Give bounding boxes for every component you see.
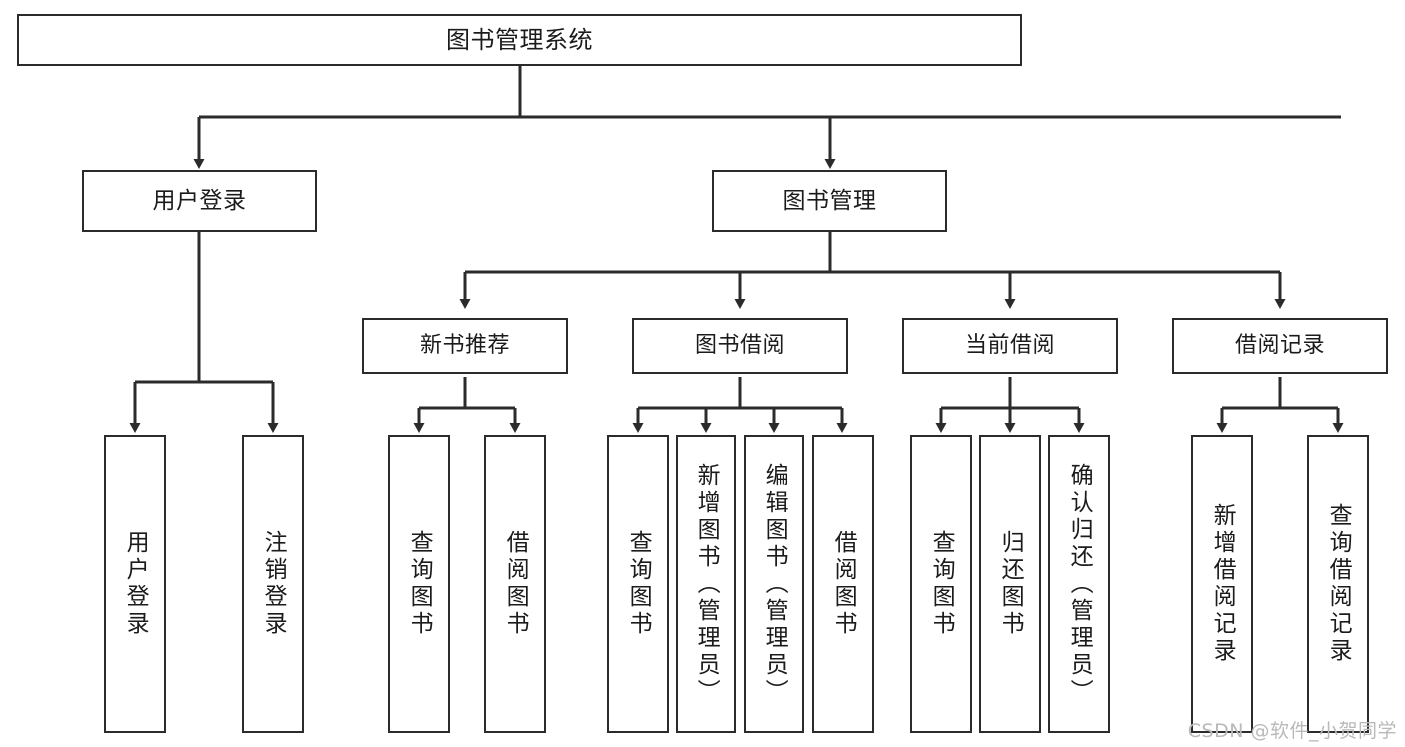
node-user-login[interactable]: 用户登录 [82, 170, 317, 232]
node-book-borrow[interactable]: 图书借阅 [632, 318, 848, 374]
node-label: 新增借阅记录 [1209, 503, 1236, 665]
node-label: 借阅记录 [1234, 333, 1325, 359]
leaf-borrow-book-borrow[interactable]: 借阅图书 [812, 435, 874, 733]
node-label: 注销登录 [260, 530, 287, 638]
leaf-query-book-current[interactable]: 查询图书 [910, 435, 972, 733]
leaf-add-borrow-record[interactable]: 新增借阅记录 [1191, 435, 1253, 733]
node-label: 确认归还（管理员） [1066, 462, 1093, 706]
node-new-book-recommend[interactable]: 新书推荐 [362, 318, 568, 374]
node-label: 查询图书 [406, 530, 433, 638]
leaf-borrow-book-recommend[interactable]: 借阅图书 [484, 435, 546, 733]
leaf-add-book-admin[interactable]: 新增图书（管理员） [676, 435, 736, 733]
node-label: 新书推荐 [419, 333, 510, 359]
node-label: 当前借阅 [964, 333, 1055, 359]
leaf-user-login[interactable]: 用户登录 [104, 435, 166, 733]
leaf-query-borrow-record[interactable]: 查询借阅记录 [1307, 435, 1369, 733]
node-label: 图书借阅 [694, 333, 785, 359]
watermark-text: CSDN @软件_小贺同学 [1187, 720, 1397, 742]
node-label: 归还图书 [997, 530, 1024, 638]
leaf-edit-book-admin[interactable]: 编辑图书（管理员） [744, 435, 804, 733]
leaf-return-book[interactable]: 归还图书 [979, 435, 1041, 733]
leaf-query-book-recommend[interactable]: 查询图书 [388, 435, 450, 733]
node-current-borrow[interactable]: 当前借阅 [902, 318, 1118, 374]
node-book-management[interactable]: 图书管理 [712, 170, 947, 232]
leaf-query-book-borrow[interactable]: 查询图书 [607, 435, 669, 733]
node-label: 借阅图书 [502, 530, 529, 638]
node-label: 新增图书（管理员） [693, 462, 720, 706]
node-label: 查询借阅记录 [1325, 503, 1352, 665]
node-label: 借阅图书 [830, 530, 857, 638]
node-label: 图书管理系统 [446, 26, 593, 54]
node-label: 查询图书 [625, 530, 652, 638]
node-label: 编辑图书（管理员） [761, 462, 788, 706]
node-root-book-management-system[interactable]: 图书管理系统 [17, 14, 1022, 66]
leaf-logout-login[interactable]: 注销登录 [242, 435, 304, 733]
node-label: 图书管理 [782, 187, 877, 214]
node-label: 用户登录 [152, 187, 247, 214]
node-label: 用户登录 [122, 530, 149, 638]
node-label: 查询图书 [928, 530, 955, 638]
leaf-confirm-return-admin[interactable]: 确认归还（管理员） [1048, 435, 1110, 733]
node-borrow-record[interactable]: 借阅记录 [1172, 318, 1388, 374]
